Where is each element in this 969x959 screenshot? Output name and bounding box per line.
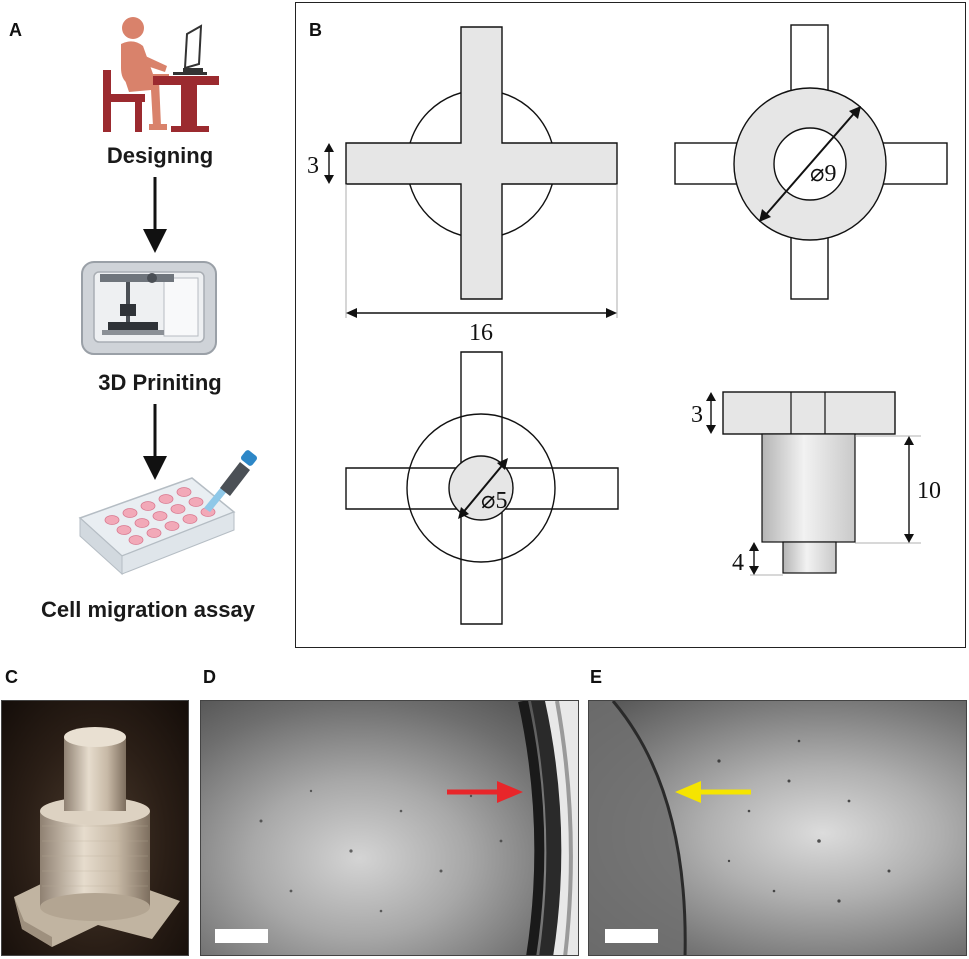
inner-top-view: ⌀5 <box>345 351 619 625</box>
person-at-computer-icon <box>103 17 219 132</box>
step-label-cell-migration-assay: Cell migration assay <box>41 597 255 622</box>
scale-bar <box>215 929 268 943</box>
side-top-label: 3 <box>691 402 703 428</box>
side-middle-label: 10 <box>917 478 941 504</box>
cross-top-view: 16 3 <box>307 26 618 346</box>
down-arrow-icon <box>143 404 167 480</box>
panel-letter-d: D <box>203 667 216 687</box>
side-bottom-label: 4 <box>732 550 744 576</box>
cross-arm-label: 3 <box>307 153 319 179</box>
cross-width-label: 16 <box>469 320 493 346</box>
printed-insert-photo <box>1 700 189 956</box>
step-label-designing: Designing <box>106 143 214 168</box>
red-arrow-icon <box>447 781 523 803</box>
panel-letter-e: E <box>590 667 603 687</box>
panel-letter-c: C <box>5 667 18 687</box>
panel-letter-b: B <box>309 20 322 40</box>
ring-top-view: ⌀9 <box>674 24 948 300</box>
down-arrow-icon <box>143 177 167 253</box>
side-view: 3 10 4 <box>691 391 941 576</box>
micrograph-d <box>200 700 579 956</box>
yellow-arrow-icon <box>675 781 751 803</box>
3d-printer-icon <box>81 261 217 355</box>
scale-bar <box>605 929 658 943</box>
technical-drawings: 16 3 ⌀9 ⌀5 <box>307 24 948 625</box>
insert-object-icon <box>14 727 180 947</box>
panel-b-frame <box>295 2 966 648</box>
ring-diameter-label: ⌀9 <box>810 161 836 187</box>
inner-diameter-label: ⌀5 <box>481 488 507 514</box>
step-label-3d-printing: 3D Priniting <box>98 370 222 395</box>
panel-letter-a: A <box>9 20 22 40</box>
well-plate-pipette-icon <box>78 450 257 576</box>
micrograph-e <box>588 700 967 956</box>
